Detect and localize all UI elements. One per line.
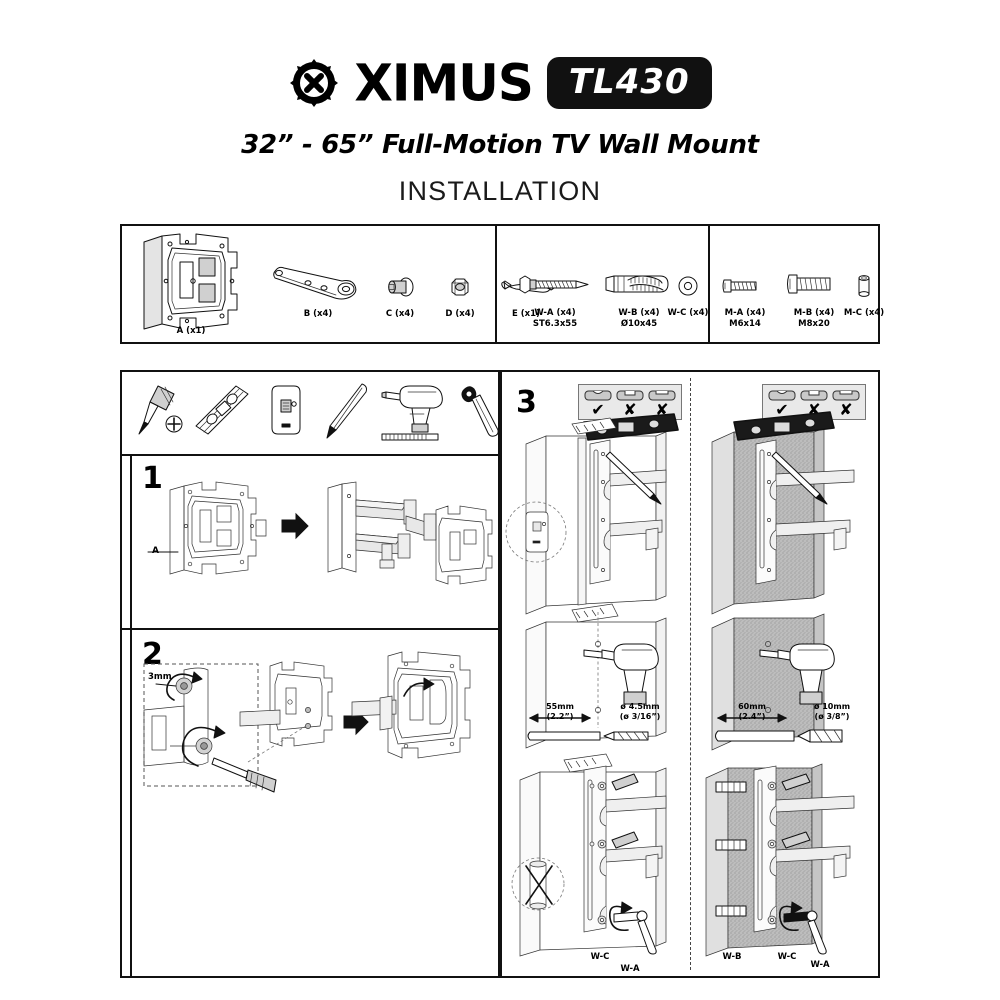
part-b-label: B (x4) <box>303 309 333 319</box>
part-c-label: C (x4) <box>385 309 415 319</box>
hollow-wall-icon <box>616 389 645 401</box>
part-a-label: A (x1) <box>176 326 206 336</box>
step1-step2-divider <box>122 628 498 630</box>
tool-phillips-screwdriver-icon <box>136 380 186 442</box>
step-2-number: 2 <box>142 637 163 672</box>
tool-spirit-level-icon <box>192 382 254 440</box>
parts-divider-2 <box>708 226 710 342</box>
part-d-label: D (x4) <box>445 309 475 319</box>
step3-left-drill-figure <box>506 603 690 750</box>
step3-right-dimension-figure <box>702 702 878 752</box>
wood-stud-wall-icon <box>584 389 613 401</box>
part-wb-spec: Ø10x45 <box>620 319 658 329</box>
step3-right-drill-diameter: ø 10mm (ø 3/8”) <box>813 702 851 721</box>
part-wa-spec: ST6.3x55 <box>532 319 578 329</box>
wall-type-no-1-mark: ✘ <box>623 400 637 419</box>
step-1-figure <box>144 476 494 624</box>
thin-panel-wall-icon <box>648 389 677 401</box>
tool-pencil-icon <box>318 380 374 442</box>
step-3-panel: 3 ✔ ✘ ✘ <box>500 370 880 978</box>
part-c-figure <box>384 274 420 300</box>
part-mb-spec: M8x20 <box>798 319 830 329</box>
wall-type-no-1: ✘ <box>616 389 645 418</box>
part-wb-figure <box>604 270 674 298</box>
tool-power-drill-icon <box>380 380 452 444</box>
step3-right-marking-figure <box>694 411 878 616</box>
oximus-gear-logo-icon <box>288 57 340 109</box>
wall-type-no-2-r-mark: ✘ <box>839 400 853 419</box>
step3-right-fasten-figure <box>694 756 878 957</box>
step3-left-drill-depth: 55mm (2.2”) <box>546 702 574 721</box>
step3-right-drill-figure <box>694 610 878 751</box>
part-mc-label: M-C (x4) <box>843 308 885 318</box>
step3-right-drill-depth: 60mm (2.4”) <box>738 702 766 721</box>
part-wc-figure <box>676 274 700 298</box>
part-d-figure <box>444 275 476 299</box>
wall-type-legend-left: ✔ ✘ ✘ <box>578 384 682 420</box>
part-wa-figure <box>518 274 592 296</box>
part-wa-label: W-A (x4) <box>534 308 576 318</box>
part-wc-label: W-C (x4) <box>667 308 709 318</box>
wood-stud-wall-icon-r <box>768 389 797 401</box>
left-steps-panel: 1 <box>120 370 500 978</box>
tools-divider <box>122 454 498 456</box>
part-ma-label: M-A (x4) <box>724 308 766 318</box>
part-ma-spec: M6x14 <box>729 319 761 329</box>
step3-left-dimension-figure <box>514 702 690 752</box>
wall-type-ok: ✔ <box>584 389 613 418</box>
step-3-number: 3 <box>516 385 537 420</box>
part-e-label: E (x1) <box>512 309 540 319</box>
model-badge: TL430 <box>546 57 712 109</box>
parts-divider-1 <box>495 226 497 342</box>
wall-type-ok-mark: ✔ <box>591 400 605 419</box>
step3-left-marking-figure <box>505 413 690 616</box>
step3-left-callout-wa: W-A <box>620 964 640 974</box>
step3-left-drill-diameter: ø 4.5mm (ø 3/16”) <box>619 702 661 721</box>
step3-right-callout-wb: W-B <box>722 952 742 962</box>
step3-left-fasten-figure <box>506 753 690 957</box>
wall-type-no-2-r: ✘ <box>832 389 861 418</box>
steps-left-rail <box>130 454 132 976</box>
brand-lockup: XIMUS TL430 <box>0 52 1000 114</box>
step-1-callout-a: A <box>152 546 159 556</box>
brand-name: XIMUS <box>354 53 534 113</box>
section-title: INSTALLATION <box>398 176 602 206</box>
tool-stud-finder-icon <box>264 382 308 440</box>
part-b-figure <box>270 264 370 304</box>
wall-type-ok-r-mark: ✔ <box>775 400 789 419</box>
part-a-figure <box>136 232 246 337</box>
step-2-callout-3mm: 3mm <box>148 672 172 682</box>
part-mb-figure <box>786 272 842 296</box>
step3-column-divider <box>690 378 691 970</box>
part-mb-label: M-B (x4) <box>793 308 835 318</box>
step-1-number: 1 <box>142 461 163 496</box>
tool-socket-wrench-icon <box>458 382 504 440</box>
wall-type-no-2: ✘ <box>648 389 677 418</box>
step3-right-callout-wa: W-A <box>810 960 830 970</box>
part-ma-figure <box>722 276 768 296</box>
part-mc-figure <box>854 274 874 298</box>
part-wb-label: W-B (x4) <box>618 308 660 318</box>
wall-type-ok-r: ✔ <box>768 389 797 418</box>
parts-list-panel: A (x1) B (x4) <box>120 224 884 344</box>
product-subtitle: 32” - 65” Full-Motion TV Wall Mount <box>241 130 759 160</box>
hollow-wall-icon-r <box>800 389 829 401</box>
step3-right-callout-wc: W-C <box>777 952 797 962</box>
step3-left-callout-wc: W-C <box>590 952 610 962</box>
sheet-header: XIMUS TL430 32” - 65” Full-Motion TV Wal… <box>0 52 1000 207</box>
thin-panel-wall-icon-r <box>832 389 861 401</box>
wall-type-no-2-mark: ✘ <box>655 400 669 419</box>
step-2-figure <box>140 650 496 810</box>
